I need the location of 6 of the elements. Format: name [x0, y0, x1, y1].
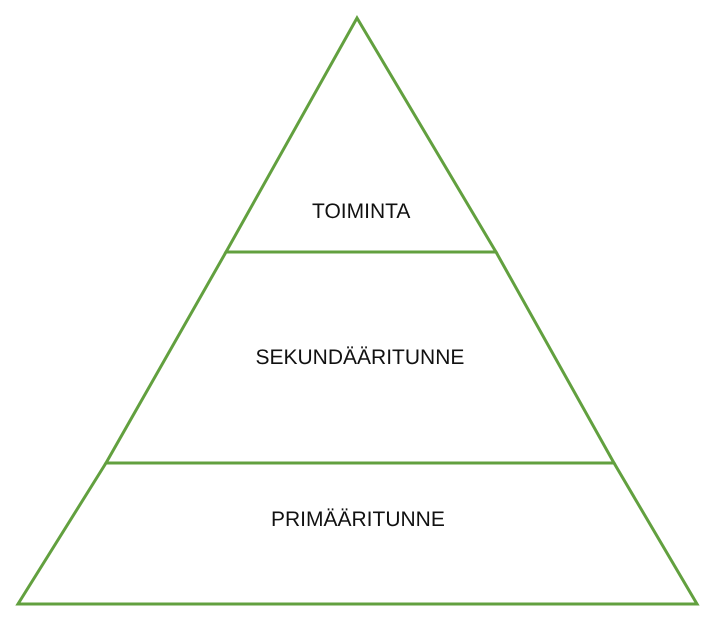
- tier-label: PRIMÄÄRITUNNE: [271, 508, 445, 532]
- pyramid-tier: [106, 252, 614, 463]
- tier-label: SEKUNDÄÄRITUNNE: [256, 346, 464, 370]
- pyramid-tier: [226, 18, 496, 252]
- pyramid-tier: [18, 463, 698, 604]
- tier-label: TOIMINTA: [312, 200, 410, 224]
